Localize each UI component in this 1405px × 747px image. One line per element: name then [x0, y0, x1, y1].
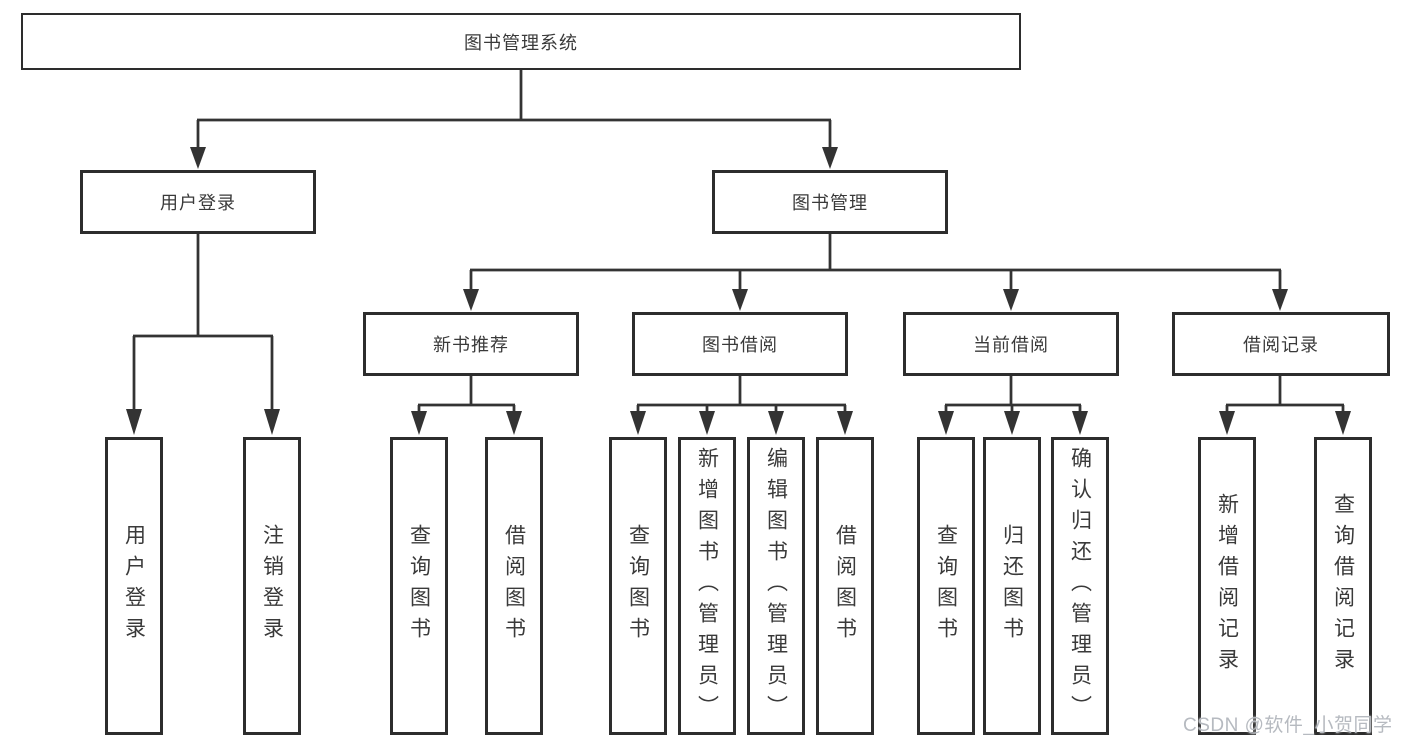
connector-borrowrecords-to-leaves: [1225, 376, 1345, 414]
node-borrow-records-label: 借阅记录: [1243, 335, 1319, 355]
node-book-borrow-label: 图书借阅: [702, 335, 778, 355]
connector-bookmgmt-to-level3: [469, 234, 1282, 292]
leaf-edit-books-admin-label: 编辑图书（管理员）: [764, 446, 788, 726]
leaf-query-books-recommend: 查询图书: [390, 437, 448, 735]
leaf-logout-login: 注销登录: [243, 437, 301, 735]
leaf-borrow-books-recommend: 借阅图书: [485, 437, 543, 735]
leaf-edit-books-admin: 编辑图书（管理员）: [747, 437, 805, 735]
node-book-management-label: 图书管理: [792, 193, 868, 213]
leaf-add-borrow-record: 新增借阅记录: [1198, 437, 1256, 735]
leaf-query-books-current-label: 查询图书: [934, 524, 958, 648]
connector-bookborrow-to-leaves: [636, 376, 847, 414]
connector-root-to-level2: [196, 70, 832, 150]
node-user-login: 用户登录: [80, 170, 316, 234]
node-book-borrow: 图书借阅: [632, 312, 848, 376]
leaf-confirm-return-admin: 确认归还（管理员）: [1051, 437, 1109, 735]
leaf-borrow-books-recommend-label: 借阅图书: [502, 524, 526, 648]
leaf-logout-login-label: 注销登录: [260, 524, 284, 648]
leaf-return-books-label: 归还图书: [1000, 524, 1024, 648]
node-current-borrow-label: 当前借阅: [973, 335, 1049, 355]
leaf-add-books-admin-label: 新增图书（管理员）: [695, 446, 719, 726]
leaf-borrow-books: 借阅图书: [816, 437, 874, 735]
leaf-query-books-borrow-label: 查询图书: [626, 524, 650, 648]
node-library-management-system: 图书管理系统: [21, 13, 1021, 70]
arrowheads: [126, 147, 1351, 435]
connector-newbook-to-leaves: [417, 376, 516, 414]
connector-userlogin-to-leaves: [132, 234, 274, 410]
leaf-query-borrow-record-label: 查询借阅记录: [1331, 493, 1355, 679]
leaf-return-books: 归还图书: [983, 437, 1041, 735]
leaf-query-books-recommend-label: 查询图书: [407, 524, 431, 648]
node-library-management-system-label: 图书管理系统: [464, 32, 578, 53]
leaf-query-books-borrow: 查询图书: [609, 437, 667, 735]
node-new-book-recommend: 新书推荐: [363, 312, 579, 376]
leaf-borrow-books-label: 借阅图书: [833, 524, 857, 648]
leaf-add-borrow-record-label: 新增借阅记录: [1215, 493, 1239, 679]
leaf-user-login-label: 用户登录: [122, 524, 146, 648]
node-new-book-recommend-label: 新书推荐: [433, 335, 509, 355]
leaf-query-books-current: 查询图书: [917, 437, 975, 735]
node-user-login-label: 用户登录: [160, 193, 236, 213]
leaf-confirm-return-admin-label: 确认归还（管理员）: [1068, 446, 1092, 726]
leaf-add-books-admin: 新增图书（管理员）: [678, 437, 736, 735]
connector-currentborrow-to-leaves: [944, 376, 1082, 414]
leaf-query-borrow-record: 查询借阅记录: [1314, 437, 1372, 735]
watermark-text: CSDN @软件_小贺同学: [1183, 715, 1393, 736]
node-current-borrow: 当前借阅: [903, 312, 1119, 376]
node-book-management: 图书管理: [712, 170, 948, 234]
leaf-user-login: 用户登录: [105, 437, 163, 735]
node-borrow-records: 借阅记录: [1172, 312, 1390, 376]
